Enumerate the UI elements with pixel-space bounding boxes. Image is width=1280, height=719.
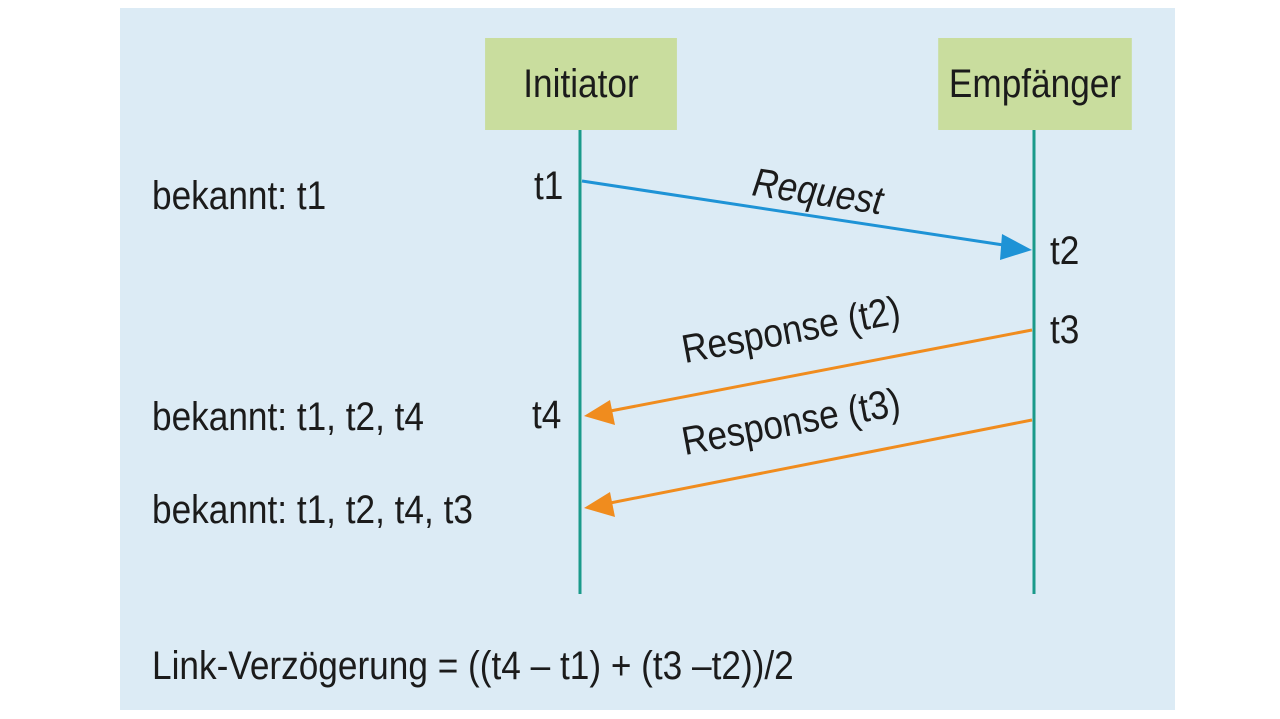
response-t2-arrow-line [604, 328, 1033, 414]
response-t3-arrow-line [604, 418, 1033, 506]
timestamp-t2: t2 [1050, 229, 1080, 273]
known-row-1: bekannt: t1 [152, 174, 327, 218]
initiator-box: Initiator [485, 38, 677, 130]
timestamp-t3: t3 [1050, 308, 1080, 352]
known-row-3: bekannt: t1, t2, t4, t3 [152, 488, 473, 532]
known-row-2: bekannt: t1, t2, t4 [152, 395, 425, 439]
timestamp-t1: t1 [534, 164, 564, 208]
receiver-label: Empfänger [948, 61, 1122, 106]
initiator-label: Initiator [523, 61, 639, 106]
response-t3-arrowhead [584, 492, 615, 517]
request-arrowhead [1000, 234, 1032, 260]
receiver-box: Empfänger [938, 38, 1132, 130]
link-delay-formula: Link-Verzögerung = ((t4 – t1) + (t3 –t2)… [152, 644, 794, 688]
timestamp-t4: t4 [532, 393, 562, 437]
response-t2-arrowhead [584, 400, 615, 425]
request-arrow-line [581, 179, 1011, 248]
